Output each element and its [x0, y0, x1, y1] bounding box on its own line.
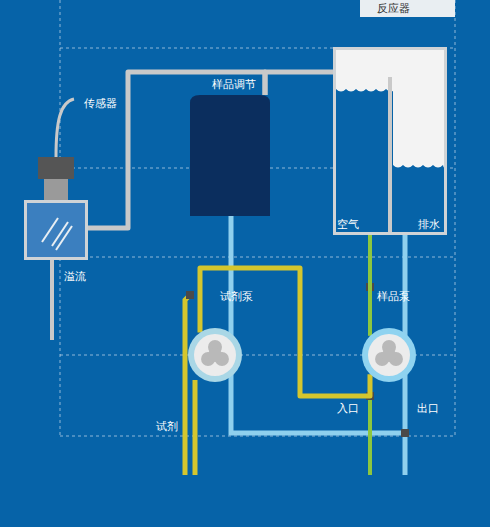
sensor-glass	[26, 202, 87, 259]
node-label: 试剂泵	[220, 290, 253, 303]
vessel-inside	[333, 47, 447, 235]
rotor-hub	[208, 348, 222, 362]
sample-pump-shape	[361, 327, 417, 383]
probe-body	[44, 179, 68, 200]
water-surface	[393, 125, 444, 168]
port-label: 试剂	[156, 420, 178, 433]
sample-pipe	[265, 72, 333, 95]
node-label: 传感器	[84, 97, 117, 110]
air-pipe	[368, 235, 372, 336]
pump-face	[368, 334, 410, 376]
glass-glint	[42, 218, 58, 242]
sensor-cable	[56, 99, 74, 157]
rotor-hub	[382, 348, 396, 362]
port-label: 排水	[418, 218, 440, 231]
sample-line	[231, 216, 405, 433]
tank-body	[190, 95, 270, 216]
port-label: 溢流	[64, 270, 86, 283]
grid-line	[455, 0, 456, 436]
node-label: 样品泵	[377, 290, 410, 303]
title-strip	[360, 0, 455, 17]
port-label: 空气	[337, 218, 359, 231]
sensor-housing-shape	[24, 200, 88, 260]
junction	[186, 291, 194, 299]
port-label: 入口	[337, 402, 359, 415]
inner-pipe	[388, 77, 392, 235]
reagent-line	[193, 380, 198, 475]
grid-line	[60, 257, 455, 258]
probe-cap	[38, 157, 74, 179]
junction	[401, 429, 409, 437]
port-label: 出口	[417, 402, 439, 415]
vessel-wall	[335, 49, 446, 234]
glass-glint	[56, 226, 72, 250]
pump-ring	[188, 328, 242, 382]
reactor-vessel: 反应器	[333, 47, 447, 235]
grid-line	[60, 436, 455, 437]
node-label: 样品调节	[212, 78, 256, 91]
conditioning-tank-shape	[190, 95, 270, 216]
sample-pump: 样品泵	[361, 327, 417, 383]
node-label: 反应器	[377, 2, 410, 15]
sensor-housing: 传感器	[24, 200, 88, 260]
reagent-line	[185, 295, 190, 475]
overflow-pipe	[50, 260, 54, 340]
pump-face	[194, 334, 236, 376]
reactor-vessel-shape	[333, 47, 447, 235]
reagent-pump-shape	[187, 327, 243, 383]
pump-ring	[362, 328, 416, 382]
conditioning-tank: 样品调节	[190, 95, 270, 216]
reagent-pump: 试剂泵	[187, 327, 243, 383]
